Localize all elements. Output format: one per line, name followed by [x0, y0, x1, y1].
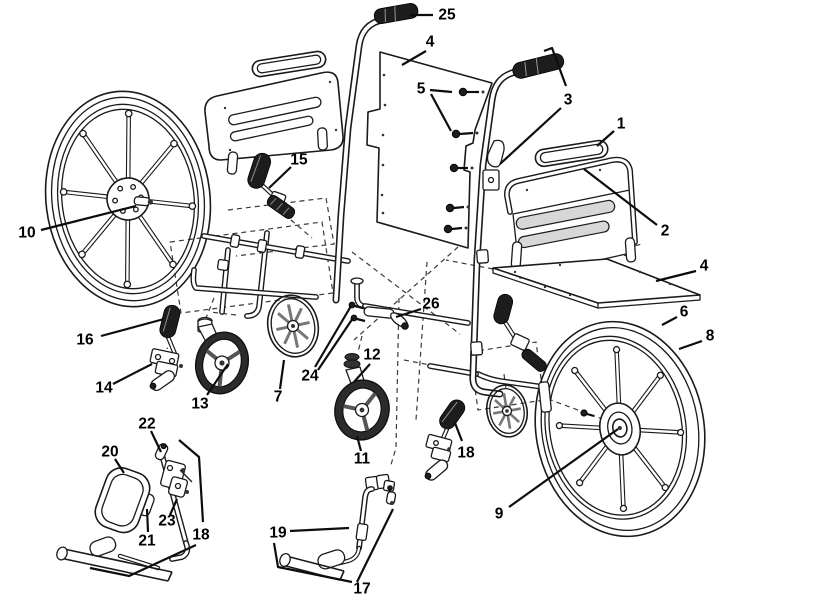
callout-label-1: 1 [617, 116, 626, 133]
callout-label-25: 25 [438, 7, 456, 24]
callout-leader-1 [596, 130, 615, 147]
footrest-hanger [279, 473, 397, 581]
callout-leader-22 [150, 430, 162, 453]
callout-leader-5 [430, 93, 452, 132]
callout-label-7: 7 [274, 389, 283, 406]
wheel-lock-exploded-left-16-14 [149, 304, 183, 392]
callout-label-24: 24 [301, 368, 319, 385]
caster-wheel-spare [266, 294, 320, 358]
callout-label-5: 5 [417, 81, 426, 98]
front-caster-left [194, 316, 250, 395]
left-armrest-assembly [204, 50, 344, 175]
callout-label-4: 4 [700, 258, 709, 275]
callout-leader-2 [583, 168, 658, 226]
callout-label-11: 11 [354, 451, 371, 468]
callout-leader-11 [355, 435, 363, 452]
callout-label-13: 13 [191, 396, 209, 413]
callout-label-17: 17 [353, 581, 370, 598]
legrest-bracket-23 [160, 459, 193, 498]
callout-leader-8 [678, 339, 703, 351]
right-push-handle-grip [512, 53, 565, 79]
callout-leader-24 [314, 305, 352, 368]
callout-leader-21 [145, 508, 150, 533]
wheel-lock-exploded-upper-15 [247, 152, 296, 219]
rear-axle-hardware [538, 381, 595, 418]
callout-leader-4 [655, 269, 697, 283]
callout-layer: 1234456789101112131415161718181920212223… [18, 7, 714, 598]
callout-label-4: 4 [426, 34, 435, 51]
callout-leader-10 [40, 204, 137, 232]
callout-leader-26 [395, 307, 422, 319]
callout-label-14: 14 [95, 380, 113, 397]
callout-label-15: 15 [290, 152, 308, 169]
callout-label-20: 20 [101, 444, 118, 461]
callout-leader-16 [100, 317, 165, 338]
back-upholstery-panel [366, 51, 505, 356]
callout-leader-6 [661, 316, 678, 326]
seat-upholstery [492, 258, 701, 309]
callout-label-9: 9 [495, 506, 504, 523]
callout-leader-18 [89, 544, 197, 578]
back-cane-latch [482, 139, 505, 191]
callout-leader-9 [508, 428, 619, 508]
callout-label-21: 21 [138, 533, 156, 550]
callout-leader-15 [268, 166, 292, 189]
callout-leader-19 [272, 542, 353, 584]
hanger-pivot-pin [382, 479, 397, 505]
callout-leader-18 [453, 422, 464, 442]
seat-rail-hardware [216, 234, 409, 330]
left-axle-bolt [133, 196, 153, 207]
callout-leader-5 [429, 88, 453, 94]
caster-wheel-13 [194, 331, 250, 395]
callout-leader-13 [206, 363, 229, 396]
calf-pad-20 [94, 467, 151, 534]
callout-label-12: 12 [363, 347, 380, 364]
brake-clamp-14 [149, 348, 183, 392]
left-armrest-pad [251, 50, 327, 78]
lever-26 [389, 312, 409, 330]
wheel-lock-exploded-right-18 [424, 399, 466, 481]
callout-label-6: 6 [680, 304, 689, 321]
right-wheel-hub [598, 402, 642, 456]
callout-leader-19 [289, 526, 350, 533]
callout-leader-3 [499, 107, 562, 165]
callout-label-22: 22 [138, 416, 155, 433]
callout-leader-7 [278, 359, 286, 390]
callout-leader-3 [543, 46, 568, 87]
right-armrest-pad [534, 139, 609, 168]
callout-label-26: 26 [422, 296, 440, 313]
callout-leader-17 [356, 508, 394, 583]
right-rear-wheel [534, 320, 706, 538]
callout-label-23: 23 [158, 513, 176, 530]
callout-label-2: 2 [661, 223, 670, 240]
callout-label-18: 18 [457, 445, 475, 462]
callout-leader-4 [401, 50, 427, 66]
callout-leader-18 [178, 439, 205, 523]
callout-label-18: 18 [192, 527, 210, 544]
left-rear-wheel [44, 90, 212, 308]
right-armrest-assembly [504, 139, 638, 279]
wheel-lock-mounted-right [493, 293, 547, 372]
callout-leader-20 [114, 458, 125, 474]
callout-label-10: 10 [18, 225, 35, 242]
left-wheel-hub [106, 177, 153, 221]
front-caster-center [334, 353, 390, 441]
callout-label-19: 19 [269, 525, 287, 542]
callout-leader-23 [168, 498, 179, 516]
back-panel-screws [443, 87, 479, 234]
callout-leader-12 [353, 363, 371, 383]
callout-label-16: 16 [76, 332, 94, 349]
caster-wheel-11 [334, 379, 390, 441]
callout-leader-24 [317, 317, 354, 371]
left-push-handle-grip [373, 2, 419, 24]
front-caster-right [485, 384, 529, 438]
callout-label-3: 3 [564, 92, 573, 109]
handrim [544, 335, 688, 520]
callout-leader-14 [112, 363, 153, 385]
callout-label-8: 8 [706, 328, 715, 345]
legrest-footplate [56, 536, 173, 582]
